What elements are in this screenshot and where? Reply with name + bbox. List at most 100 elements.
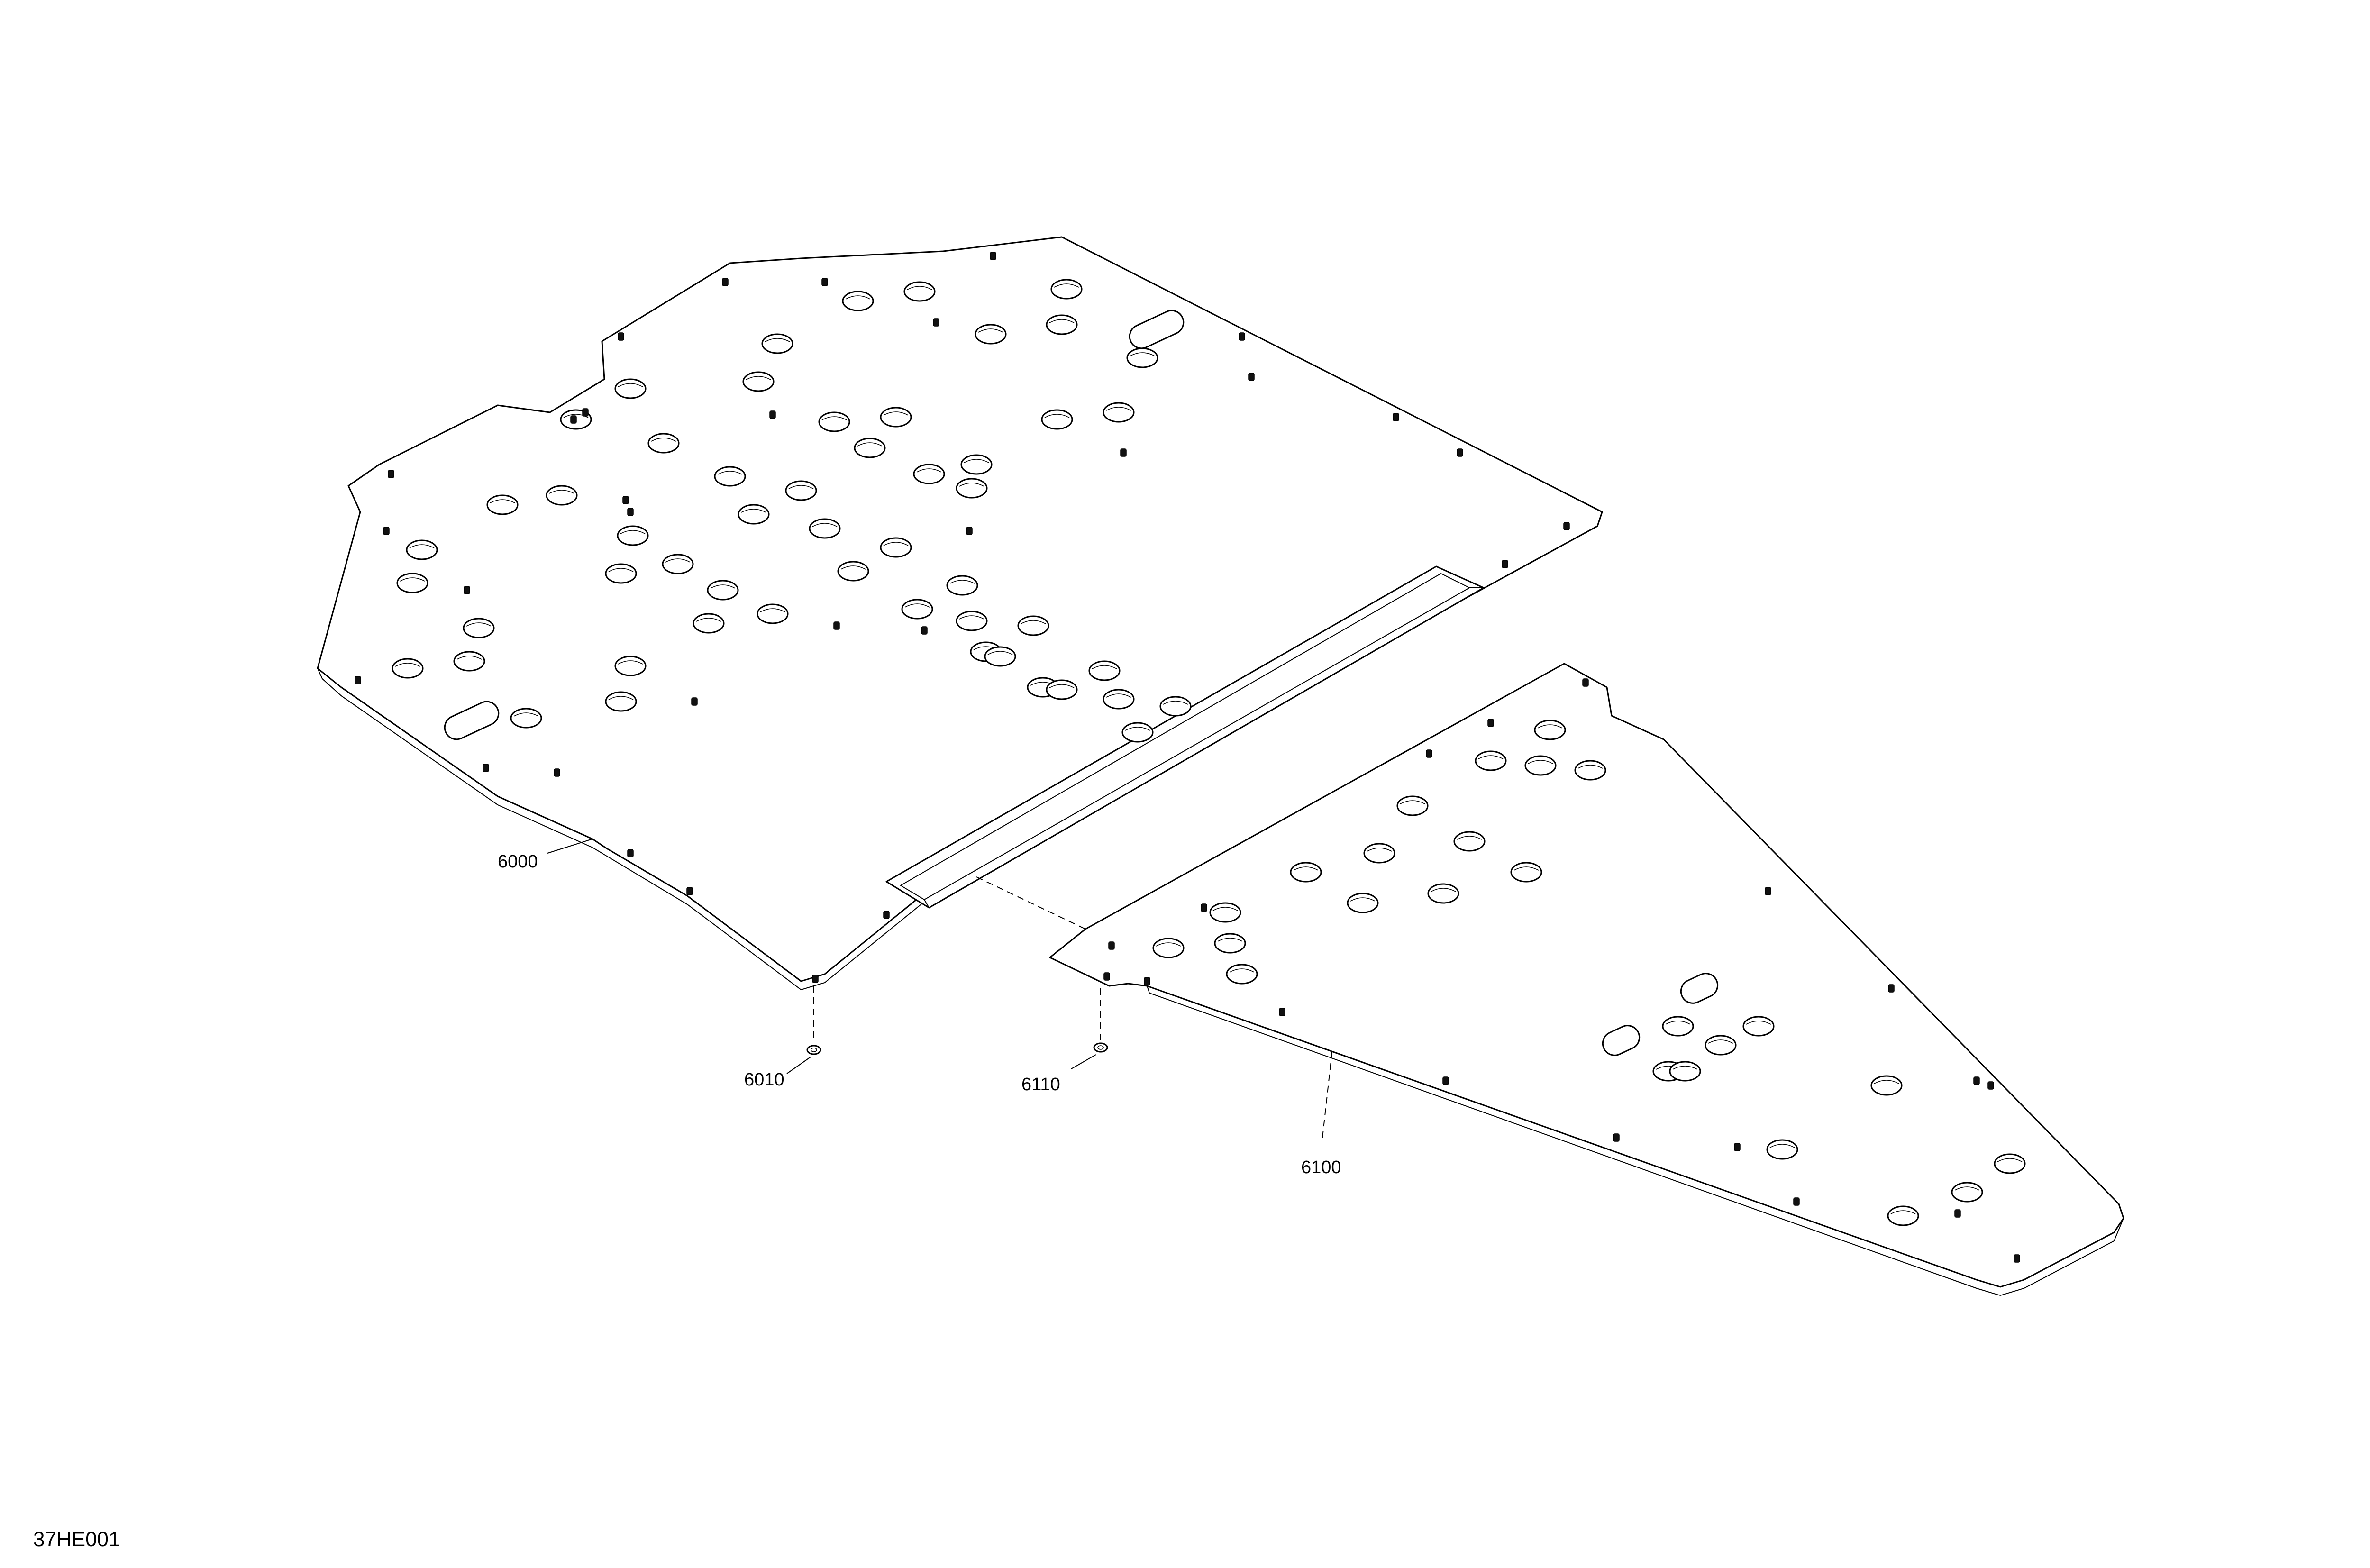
front-panel-hole-edge-6 [765, 338, 790, 342]
front-panel-fastener-22 [627, 849, 634, 857]
rear-panel-hole-1 [1534, 720, 1566, 740]
front-panel-hole-39 [946, 575, 978, 596]
front-panel-hole-25 [617, 525, 649, 546]
rear-panel-hole-5 [1396, 795, 1429, 816]
front-panel-hole-edge-13 [916, 468, 942, 473]
front-panel-fasteners [355, 252, 1570, 983]
front-panel-hole-16 [1103, 402, 1135, 423]
front-panel-fastener-13 [622, 496, 629, 504]
front-panel-hole-7 [742, 371, 775, 392]
callout-6010: 6010 [744, 1070, 784, 1090]
front-panel-hole-edge-25 [620, 530, 646, 534]
rear-panel-hole-edge-7 [1367, 848, 1392, 852]
rear-panel-fastener-9 [1279, 1008, 1285, 1016]
front-panel-hole-edge-34 [400, 577, 425, 582]
front-panel-hole-edge-35 [466, 622, 492, 627]
rear-panel-hole-19 [1742, 1016, 1775, 1037]
front-panel-hole-edge-29 [883, 542, 909, 546]
front-panel-hole-edge-51 [608, 696, 634, 700]
rear-panel-hole-edge-20 [1672, 1066, 1698, 1070]
front-panel-fastener-7 [1393, 413, 1399, 421]
front-panel-fastener-3 [990, 252, 996, 260]
front-panel-hole-15 [1041, 409, 1073, 430]
front-panel-hole-42 [1017, 615, 1049, 636]
rear-panel-fastener-12 [1108, 941, 1115, 950]
front-panel-fastener-1 [722, 278, 729, 286]
rear-panel-hole-11 [1427, 883, 1459, 904]
front-panel-fastener-30 [582, 408, 589, 417]
rear-panel-hole-edge-1 [1537, 724, 1563, 729]
leader-lines [547, 839, 1332, 1138]
front-panel-hole-edge-5 [1049, 319, 1075, 323]
front-panel-hole-edge-38 [904, 603, 930, 608]
rear-panel-fastener-7 [1613, 1133, 1620, 1142]
front-panel-hole-edge-40 [959, 615, 984, 620]
front-panel-hole-edge-53 [513, 712, 539, 717]
front-panel-hole-37 [956, 478, 988, 499]
front-panel-fastener-12 [769, 410, 776, 419]
front-panel-hole-10 [818, 411, 850, 432]
front-panel-fastener-16 [464, 586, 470, 594]
front-panel-hole-edge-37 [959, 483, 984, 487]
front-panel-hole-14 [960, 454, 993, 475]
front-panel-hole-17 [1126, 347, 1158, 368]
front-panel-hole-48 [1159, 696, 1192, 717]
rear-panel-hole-22 [1766, 1139, 1798, 1160]
rear-panel-fastener-18 [1954, 1209, 1961, 1218]
rear-panel-hole-edge-16 [1665, 1021, 1691, 1025]
front-panel-hole-3 [1050, 279, 1083, 300]
rear-panel-hole-8 [1510, 862, 1542, 883]
rear-panel-hole-edge-5 [1400, 800, 1425, 804]
rear-panel-hole-edge-2 [1478, 755, 1504, 759]
front-panel-hole-20 [546, 485, 578, 506]
rear-panel-hole-17 [1705, 1035, 1737, 1056]
front-panel-fastener-19 [691, 697, 698, 706]
front-panel-hole-edge-45 [1092, 665, 1117, 669]
front-panel-fastener-5 [1239, 332, 1245, 341]
front-panel-slot-left [444, 701, 500, 740]
front-panel-hole-edge-20 [549, 490, 574, 494]
rear-panel-hole-12 [1209, 902, 1241, 923]
front-panel-hole-38 [901, 599, 933, 620]
front-panel-fastener-29 [618, 332, 624, 341]
front-panel-fastener-26 [921, 626, 928, 635]
front-panel-hole-edge-49 [1125, 727, 1150, 731]
rear-panel-hole-edge-25 [1890, 1210, 1916, 1214]
front-panel-fastener-17 [355, 676, 361, 684]
front-panel-hole-43 [984, 646, 1016, 667]
front-panel-fastener-9 [1563, 522, 1570, 530]
front-panel-hole-11 [880, 407, 912, 428]
rear-panel-hole-edge-6 [1457, 836, 1482, 840]
rear-panel-hole-edge-21 [1874, 1080, 1899, 1084]
front-panel-hole-23 [738, 504, 770, 525]
front-panel-hole-edge-23 [741, 509, 766, 513]
front-panel-hole-edge-16 [1106, 407, 1131, 411]
front-panel-hole-52 [392, 658, 424, 679]
rear-panel-fastener-2 [1487, 719, 1494, 727]
front-panel-hole-49 [1121, 722, 1154, 743]
front-panel-hole-22 [785, 480, 817, 501]
rear-panel-fastener-6 [1734, 1143, 1741, 1151]
front-panel-hole-47 [1103, 689, 1135, 710]
rear-panel-fastener-11 [1103, 972, 1110, 981]
front-panel-hole-53 [510, 708, 542, 729]
rear-panel-fastener-4 [1765, 887, 1771, 895]
front-panel-fastener-15 [388, 470, 394, 478]
front-panel-hole-edge-8 [618, 383, 643, 387]
front-panel-fastener-10 [1502, 560, 1508, 568]
front-panel-hole-edge-11 [883, 411, 909, 416]
front-panel-hole-46 [1046, 679, 1078, 700]
front-panel-fastener-4 [933, 318, 939, 327]
rear-panel-fastener-17 [1973, 1076, 1980, 1085]
rear-panel-hole-25 [1887, 1205, 1919, 1226]
front-panel-hole-edge-24 [812, 523, 838, 527]
rear-panel-hole-9 [1290, 862, 1322, 883]
front-panel-hole-1 [842, 291, 874, 311]
rear-panel-hole-edge-22 [1769, 1144, 1795, 1148]
front-panel-fastener-31 [570, 415, 577, 424]
front-panel-hole-edge-2 [907, 286, 932, 290]
front-panel-hole-2 [903, 281, 936, 302]
front-panel-hole-51 [605, 691, 637, 712]
fastener-6010 [806, 1045, 821, 1055]
rear-panel-holes [1152, 720, 2026, 1226]
